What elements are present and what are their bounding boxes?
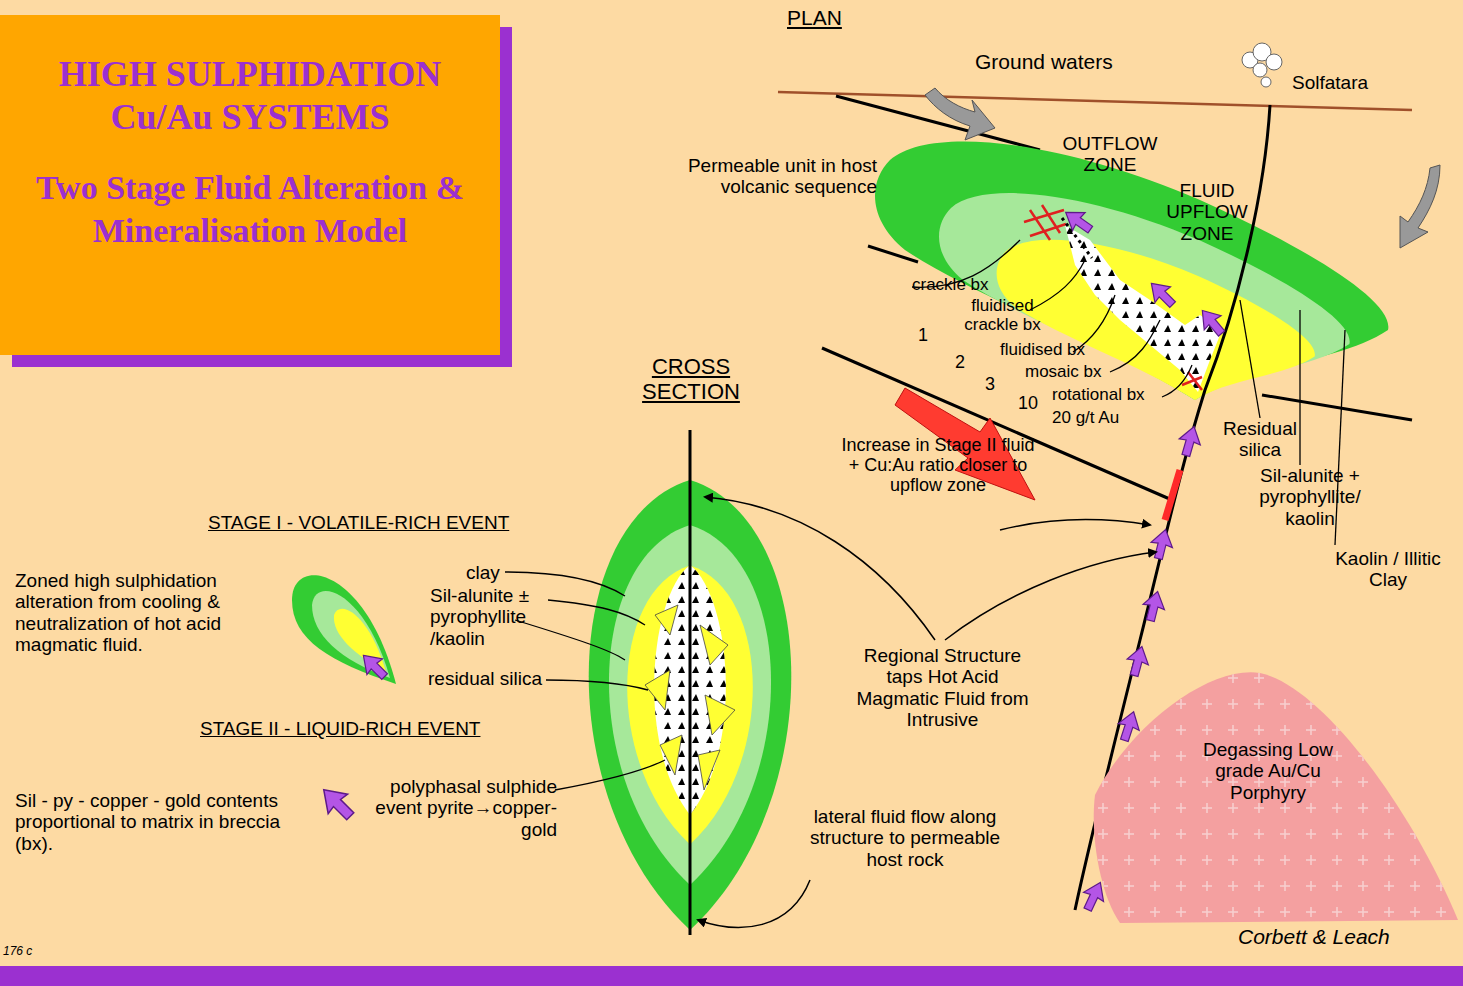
- zone-label: residual silica: [428, 668, 542, 689]
- stage-one-zoning: [292, 575, 396, 684]
- note: lateral fluid flow along structure to pe…: [800, 806, 1010, 870]
- porphyry-intrusive: Degassing Low grade Au/Cu Porphyry: [1090, 665, 1460, 927]
- view-heading: PLAN: [787, 6, 842, 30]
- note: Zoned high sulphidation alteration from …: [15, 570, 283, 655]
- breccia-label: fluidised bx: [1000, 340, 1085, 359]
- zone-label: OUTFLOW ZONE: [1050, 133, 1170, 176]
- credit: Corbett & Leach: [1238, 925, 1390, 949]
- note: Increase in Stage II fluid + Cu:Au ratio…: [838, 435, 1038, 495]
- note: Regional Structure taps Hot Acid Magmati…: [845, 645, 1040, 730]
- grade-number: 3: [985, 374, 995, 394]
- view-heading: CROSS SECTION: [636, 355, 746, 404]
- figure-number: 176 c: [3, 945, 32, 958]
- stage-heading: STAGE I - VOLATILE-RICH EVENT: [208, 512, 509, 533]
- grade-number: 10: [1018, 393, 1038, 413]
- label: Solfatara: [1292, 72, 1368, 93]
- zone-label: Residual silica: [1215, 418, 1305, 461]
- label: Ground waters: [975, 50, 1113, 74]
- note: polyphasal sulphide event pyrite→copper-…: [372, 776, 557, 840]
- breccia-label: crackle bx: [912, 275, 989, 294]
- zone-label: clay: [466, 562, 500, 583]
- grade-number: 2: [955, 352, 965, 372]
- breccia-label: rotational bx: [1052, 385, 1145, 404]
- plan-alteration-lens: [875, 141, 1388, 400]
- zone-label: FLUID UPFLOW ZONE: [1162, 180, 1252, 244]
- note: Sil - py - copper - gold contents propor…: [15, 790, 285, 854]
- title-box: HIGH SULPHIDATION Cu/Au SYSTEMS Two Stage…: [0, 15, 500, 355]
- zone-label: Sil-alunite + pyrophyllite/ kaolin: [1250, 465, 1370, 529]
- subtitle-text: Two Stage Fluid Alteration & Mineralisat…: [8, 167, 492, 252]
- porphyry-label: Degassing Low grade Au/Cu Porphyry: [1188, 739, 1348, 803]
- breccia-label: mosaic bx: [1025, 362, 1102, 381]
- stage-heading: STAGE II - LIQUID-RICH EVENT: [200, 718, 480, 739]
- zone-label: Sil-alunite ± pyrophyllite /kaolin: [430, 585, 560, 649]
- footer-bar: [0, 966, 1463, 986]
- title-text: HIGH SULPHIDATION Cu/Au SYSTEMS: [8, 53, 492, 139]
- label: Permeable unit in host volcanic sequence: [655, 155, 877, 198]
- grade-number: 1: [918, 325, 928, 345]
- grade-label: 20 g/t Au: [1052, 408, 1119, 427]
- breccia-label: fluidised crackle bx: [950, 296, 1055, 334]
- zone-label: Kaolin / Illitic Clay: [1318, 548, 1458, 591]
